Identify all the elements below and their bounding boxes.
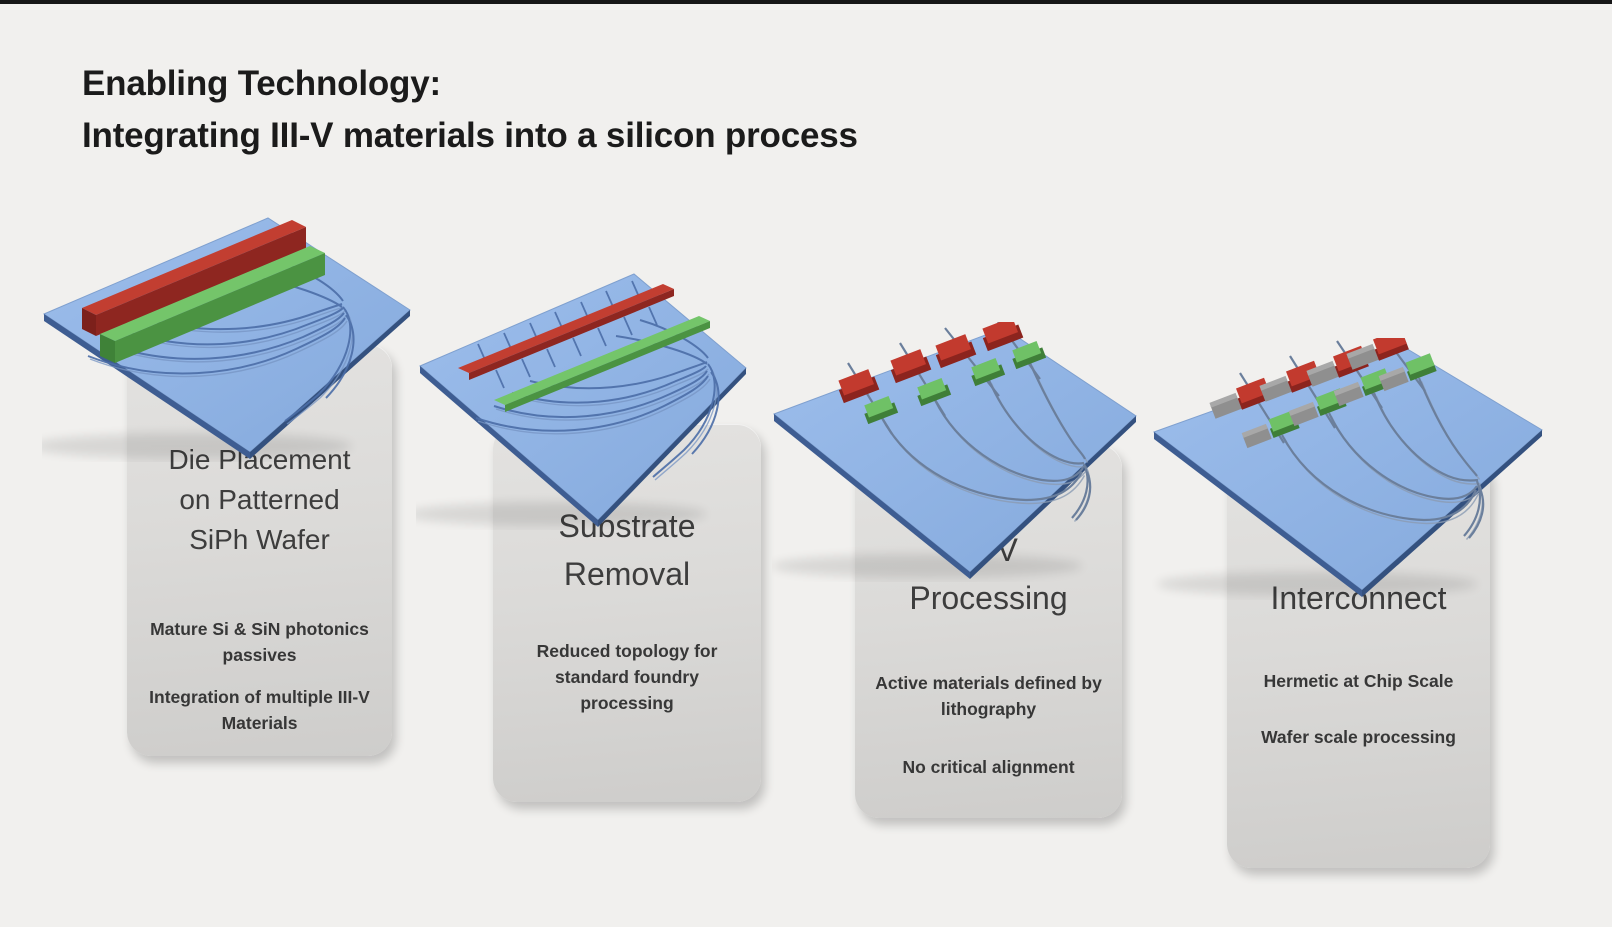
card-point: Wafer scale processing: [1261, 727, 1456, 747]
card-point: Mature Si & SiN photonics passives: [150, 619, 369, 665]
wafer-slab: [419, 273, 747, 521]
card-point: No critical alignment: [902, 757, 1075, 777]
wafer-edge: [420, 366, 598, 527]
wafer-illustration-interconnect: [1152, 338, 1543, 597]
wafer-shadow: [772, 554, 1082, 578]
wafer-shadow: [416, 502, 706, 526]
iii-v-red-devices: [838, 322, 1024, 404]
waveguide-fan-echo: [477, 366, 718, 481]
card-point: Integration of multiple III-V Materials: [149, 687, 370, 733]
card-point: Active materials defined by lithography: [875, 673, 1102, 719]
green-thin-film: [494, 316, 710, 412]
wafer-edge: [970, 416, 1136, 579]
slide-top-border: [0, 0, 1612, 4]
slide-title-line2: Integrating III-V materials into a silic…: [82, 116, 858, 155]
card-point: Hermetic at Chip Scale: [1263, 671, 1454, 691]
wafer-illustration-iii-v-processing: [772, 322, 1137, 579]
wafer-edge: [44, 314, 250, 459]
wafer-slab: [773, 327, 1137, 573]
iii-v-green-devices: [864, 341, 1047, 425]
slide-title-line1: Enabling Technology:: [82, 64, 441, 103]
red-thin-film: [458, 284, 674, 380]
card-point: Reduced topology for standard foundry pr…: [536, 641, 718, 713]
interconnect-red-units: [1209, 338, 1409, 419]
waveguide-fan: [475, 319, 720, 478]
red-die-bar: [82, 220, 306, 336]
slide-title: Enabling Technology: Integrating III-V m…: [82, 58, 858, 162]
wafer-shadow: [1157, 572, 1477, 596]
wafer-edge: [598, 368, 746, 527]
interconnect-green-units: [1241, 353, 1437, 449]
wafer-edge: [774, 414, 970, 579]
wafer-illustration-substrate-removal: [416, 273, 747, 527]
wafer-edge: [1154, 432, 1362, 597]
green-die-bar: [100, 246, 325, 363]
wafer-illustration-die-placement: [42, 217, 411, 459]
wafer-shadow: [42, 433, 352, 459]
wafer-slab: [1152, 343, 1543, 591]
